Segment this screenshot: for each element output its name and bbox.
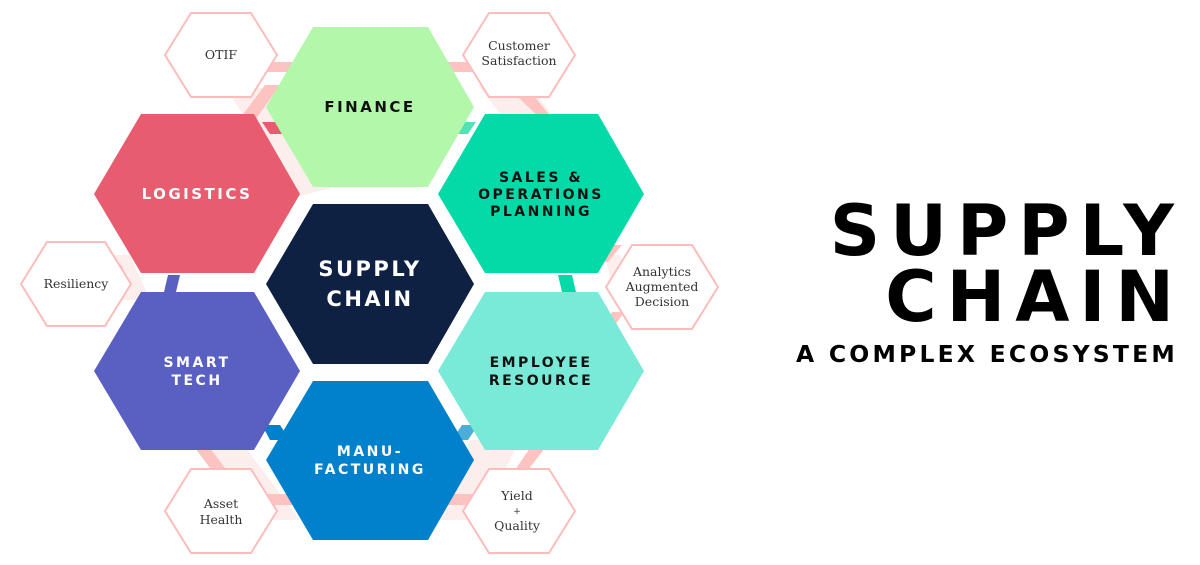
outcome-label: Decision	[635, 294, 689, 309]
outcome-label: Health	[200, 512, 243, 527]
outcome-label: Quality	[494, 518, 541, 533]
outcome-label: Augmented	[625, 279, 699, 294]
title-block: SUPPLY CHAIN A COMPLEX ECOSYSTEM	[796, 196, 1178, 368]
pillar-hex-manufacturing: MANU- FACTURING	[266, 381, 474, 540]
outcome-label: Satisfaction	[481, 53, 556, 68]
outcome-label: Yield	[500, 488, 532, 503]
pillar-label: MANU-	[337, 444, 403, 460]
svg-text:Analytics: Analytics	[632, 264, 691, 279]
svg-text:Asset: Asset	[203, 496, 238, 511]
svg-text:SMART: SMART	[163, 355, 230, 371]
svg-text:PLANNING: PLANNING	[490, 204, 592, 220]
title-line-1: SUPPLY	[829, 190, 1184, 272]
svg-text:FACTURING: FACTURING	[314, 462, 426, 478]
pillar-label: SALES &	[499, 170, 583, 186]
pillar-hex-center-supply-chain: SUPPLY CHAIN	[266, 204, 474, 364]
pillar-label: PLANNING	[490, 204, 592, 220]
outcome-label: OTIF	[205, 47, 238, 62]
outcome-hex-analytics-augmented-decision: Analytics Augmented Decision	[604, 244, 720, 330]
svg-text:RESOURCE: RESOURCE	[489, 373, 593, 389]
svg-text:OPERATIONS: OPERATIONS	[478, 187, 604, 203]
pillar-hex-logistics: LOGISTICS	[94, 114, 300, 273]
svg-text:Resiliency: Resiliency	[44, 276, 110, 291]
title-line-2: CHAIN	[885, 256, 1184, 338]
outcome-hex-otif: OTIF	[163, 12, 279, 98]
pillar-hex-employee-resource: EMPLOYEE RESOURCE	[438, 292, 644, 450]
svg-text:FINANCE: FINANCE	[324, 98, 415, 116]
outcome-label: Asset	[203, 496, 238, 511]
pillar-hex-sales-operations-planning: SALES & OPERATIONS PLANNING	[438, 114, 644, 273]
svg-text:Satisfaction: Satisfaction	[481, 53, 556, 68]
outcome-hex-asset-health: Asset Health	[163, 468, 279, 554]
svg-text:Yield: Yield	[500, 488, 532, 503]
svg-text:CHAIN: CHAIN	[326, 287, 413, 311]
subtitle: A COMPLEX ECOSYSTEM	[796, 340, 1178, 368]
svg-text:Augmented: Augmented	[625, 279, 699, 294]
svg-text:Quality: Quality	[494, 518, 541, 533]
center-label: SUPPLY	[318, 257, 421, 281]
center-label: CHAIN	[326, 287, 413, 311]
outcome-hex-customer-satisfaction: Customer Satisfaction	[461, 12, 577, 98]
svg-text:TECH: TECH	[171, 373, 222, 389]
pillar-label: TECH	[171, 373, 222, 389]
pillar-label: LOGISTICS	[142, 185, 253, 203]
svg-text:SALES &: SALES &	[499, 170, 583, 186]
pillar-label: RESOURCE	[489, 373, 593, 389]
outcome-hex-resiliency: Resiliency	[19, 241, 133, 327]
outcome-label: Resiliency	[44, 276, 110, 291]
outcome-label: Customer	[488, 38, 550, 53]
outcome-label: Analytics	[632, 264, 691, 279]
pillar-label: SMART	[163, 355, 230, 371]
svg-text:Customer: Customer	[488, 38, 550, 53]
pillar-label: FACTURING	[314, 462, 426, 478]
svg-text:OTIF: OTIF	[205, 47, 238, 62]
svg-text:Health: Health	[200, 512, 243, 527]
outcome-hex-yield-quality: Yield + Quality	[461, 468, 577, 554]
pillar-label: FINANCE	[324, 98, 415, 116]
svg-text:LOGISTICS: LOGISTICS	[142, 185, 253, 203]
pillar-label: OPERATIONS	[478, 187, 604, 203]
pillar-hex-finance: FINANCE	[266, 27, 474, 187]
svg-text:MANU-: MANU-	[337, 444, 403, 460]
svg-text:EMPLOYEE: EMPLOYEE	[490, 355, 593, 371]
svg-text:SUPPLY: SUPPLY	[318, 257, 421, 281]
svg-text:Decision: Decision	[635, 294, 689, 309]
pillar-label: EMPLOYEE	[490, 355, 593, 371]
outcome-label: +	[513, 507, 521, 517]
pillar-hex-smart-tech: SMART TECH	[94, 292, 300, 450]
svg-text:+: +	[513, 507, 521, 517]
